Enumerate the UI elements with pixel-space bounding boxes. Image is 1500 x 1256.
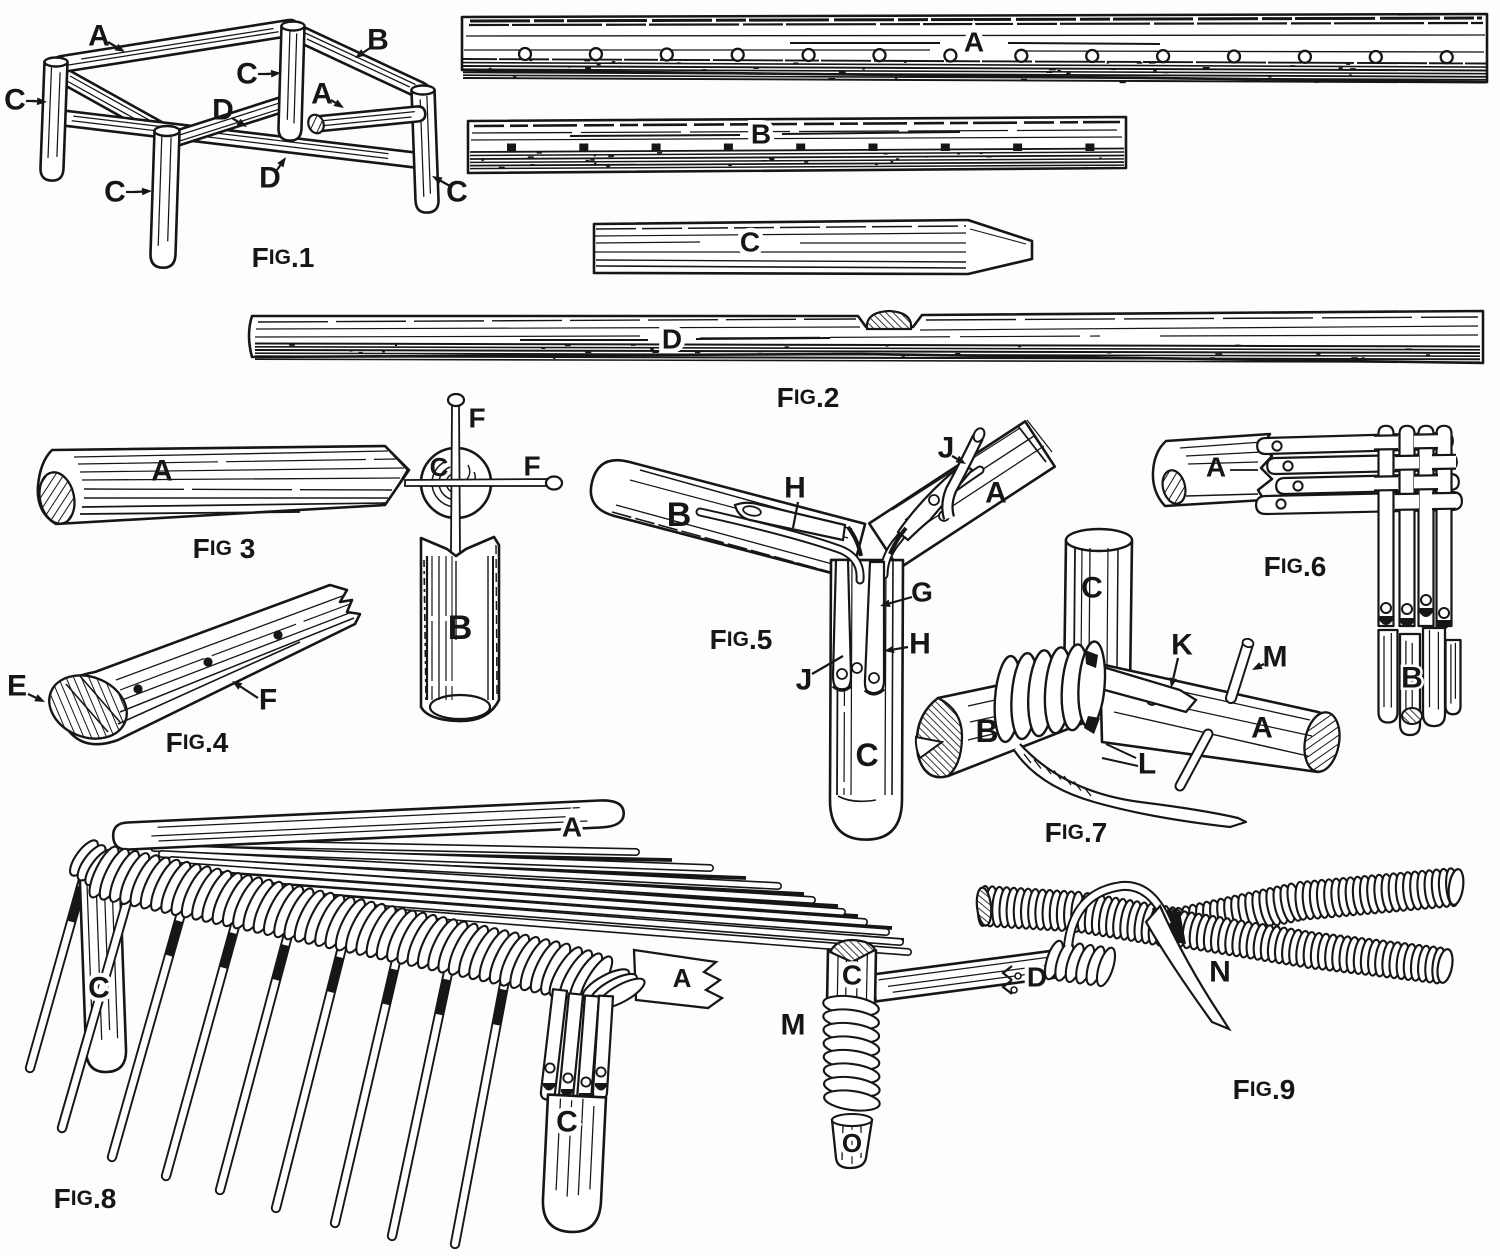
svg-text:D: D (259, 162, 281, 195)
svg-text:F: F (259, 684, 277, 717)
svg-text:O: O (842, 1128, 862, 1158)
svg-text:B: B (367, 24, 389, 57)
svg-text:D: D (1027, 962, 1047, 993)
svg-text:C: C (446, 176, 468, 209)
svg-text:C: C (4, 84, 26, 117)
svg-text:H: H (909, 628, 931, 661)
svg-text:A: A (311, 78, 333, 111)
svg-text:C: C (88, 972, 110, 1005)
svg-text:B: B (975, 713, 998, 749)
svg-text:J: J (796, 664, 813, 697)
svg-text:M: M (781, 1009, 806, 1042)
svg-text:A: A (673, 963, 692, 993)
svg-text:A: A (964, 27, 984, 58)
svg-text:B: B (751, 119, 771, 150)
svg-text:C: C (556, 1106, 578, 1139)
svg-text:B: B (448, 609, 473, 647)
svg-text:G: G (911, 577, 933, 608)
svg-text:C: C (104, 176, 126, 209)
svg-text:A: A (964, 27, 984, 58)
svg-text:FIG.6: FIG.6 (1264, 551, 1327, 582)
svg-text:FIG.5: FIG.5 (710, 624, 773, 655)
svg-text:D: D (212, 94, 234, 127)
svg-text:K: K (1171, 629, 1193, 662)
svg-text:C: C (740, 227, 760, 258)
svg-text:B: B (1401, 662, 1423, 695)
svg-text:D: D (662, 324, 682, 355)
svg-text:A: A (1251, 712, 1273, 745)
svg-text:C: C (842, 960, 862, 991)
svg-text:H: H (784, 472, 806, 505)
svg-text:J: J (938, 432, 955, 465)
svg-text:N: N (1209, 956, 1231, 989)
svg-text:A: A (88, 20, 110, 53)
svg-text:E: E (7, 670, 27, 703)
svg-text:O: O (842, 1128, 862, 1158)
svg-text:C: C (88, 972, 110, 1005)
svg-text:FIG.4: FIG.4 (166, 727, 229, 758)
svg-text:B: B (751, 119, 771, 150)
svg-text:A: A (562, 812, 582, 843)
svg-text:C: C (236, 58, 258, 91)
svg-text:F: F (523, 451, 540, 482)
svg-text:C: C (740, 227, 760, 258)
svg-text:FIG.2: FIG.2 (777, 382, 840, 413)
svg-text:C: C (842, 960, 862, 991)
svg-text:FIG.8: FIG.8 (54, 1183, 117, 1214)
svg-text:A: A (151, 455, 173, 488)
svg-text:N: N (1209, 956, 1231, 989)
svg-text:C: C (1081, 572, 1103, 605)
svg-text:L: L (1138, 748, 1156, 781)
svg-text:C: C (855, 737, 878, 773)
svg-text:C: C (556, 1106, 578, 1139)
svg-text:A: A (562, 812, 582, 843)
svg-text:FIG.9: FIG.9 (1233, 1074, 1296, 1105)
svg-text:FIG.1: FIG.1 (252, 242, 315, 273)
svg-text:B: B (1401, 662, 1423, 695)
svg-text:M: M (1263, 641, 1288, 674)
svg-text:C: C (430, 452, 449, 482)
svg-text:F: F (468, 403, 485, 434)
svg-text:A: A (673, 963, 692, 993)
svg-text:B: B (667, 496, 692, 534)
svg-text:FIG.7: FIG.7 (1045, 817, 1108, 848)
svg-text:D: D (662, 324, 682, 355)
svg-text:A: A (1206, 452, 1226, 483)
svg-text:A: A (985, 477, 1007, 510)
svg-text:FIG 3: FIG 3 (193, 533, 256, 564)
